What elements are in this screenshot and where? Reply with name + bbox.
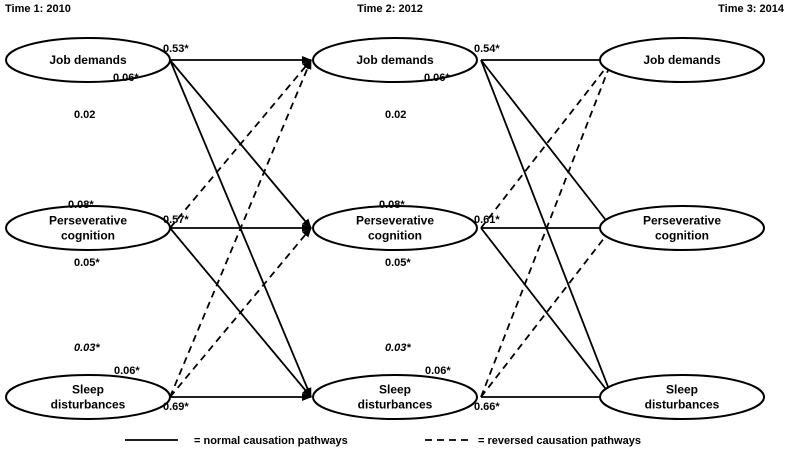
node-label: Job demands xyxy=(356,53,434,67)
coefficient-label: 0.06* xyxy=(113,72,139,84)
node-jd-time3: Job demands xyxy=(599,37,765,83)
node-label: cognition xyxy=(655,229,709,243)
node-label: Sleep xyxy=(72,383,104,397)
coefficient-label: 0.06* xyxy=(425,365,451,377)
coefficient-label: 0.61* xyxy=(474,214,500,226)
coefficient-label: 0.69* xyxy=(163,401,189,413)
coefficient-label: 0.03* xyxy=(74,342,100,354)
node-ellipse xyxy=(312,374,478,420)
nodes-layer: Job demandsPerseverativecognitionSleepdi… xyxy=(5,37,765,420)
node-label: cognition xyxy=(368,229,422,243)
node-ellipse xyxy=(312,205,478,251)
node-jd-time2: Job demands xyxy=(312,37,478,83)
coefficient-label: 0.53* xyxy=(163,43,189,55)
node-label: Sleep xyxy=(379,383,411,397)
path-pc-to-sd-normal xyxy=(480,227,613,398)
coefficient-label: 0.08* xyxy=(379,199,405,211)
coefficient-label: 0.06* xyxy=(424,72,450,84)
coefficient-label: 0.66* xyxy=(474,401,500,413)
node-jd-time1: Job demands xyxy=(5,37,171,83)
time-label-2: Time 2: 2012 xyxy=(357,3,423,15)
node-label: disturbances xyxy=(358,398,433,412)
path-sd-to-jd-reversed xyxy=(169,59,312,398)
node-ellipse xyxy=(5,37,171,83)
node-ellipse xyxy=(599,205,765,251)
node-ellipse xyxy=(599,37,765,83)
coefficient-labels: 0.53* 0.57* 0.69* 0.06* 0.02 0.05* 0.08* 0.03* 0… xyxy=(68,43,500,413)
node-label: Job demands xyxy=(49,53,127,67)
legend-normal-label: = normal causation pathways xyxy=(194,435,348,447)
coefficient-label: 0.05* xyxy=(74,257,100,269)
time-label-3: Time 3: 2014 xyxy=(718,3,785,15)
coefficient-label: 0.03* xyxy=(385,342,411,354)
coefficient-label: 0.54* xyxy=(474,43,500,55)
node-label: cognition xyxy=(61,229,115,243)
time-label-1: Time 1: 2010 xyxy=(5,3,71,15)
node-label: Perseverative xyxy=(643,214,721,228)
coefficient-label: 0.57* xyxy=(163,214,189,226)
path-pc-to-jd-reversed xyxy=(169,59,312,229)
coefficient-label: 0.05* xyxy=(385,257,411,269)
node-ellipse xyxy=(5,205,171,251)
legend: = normal causation pathways = reversed c… xyxy=(125,435,641,447)
coefficient-label: 0.02 xyxy=(74,109,95,121)
node-label: Job demands xyxy=(643,53,721,67)
node-ellipse xyxy=(312,37,478,83)
path-sd-to-jd-reversed xyxy=(480,59,613,398)
node-label: Perseverative xyxy=(49,214,127,228)
node-label: disturbances xyxy=(645,398,720,412)
coefficient-label: 0.02 xyxy=(385,109,406,121)
node-ellipse xyxy=(5,374,171,420)
legend-reversed-label: = reversed causation pathways xyxy=(478,435,641,447)
node-label: disturbances xyxy=(51,398,126,412)
path-jd-to-pc-normal xyxy=(480,59,613,229)
path-sd-to-pc-reversed xyxy=(169,227,312,398)
node-label: Sleep xyxy=(666,383,698,397)
paths-layer xyxy=(169,56,613,401)
node-label: Perseverative xyxy=(356,214,434,228)
coefficient-label: 0.06* xyxy=(114,365,140,377)
coefficient-label: 0.08* xyxy=(68,199,94,211)
node-ellipse xyxy=(599,374,765,420)
